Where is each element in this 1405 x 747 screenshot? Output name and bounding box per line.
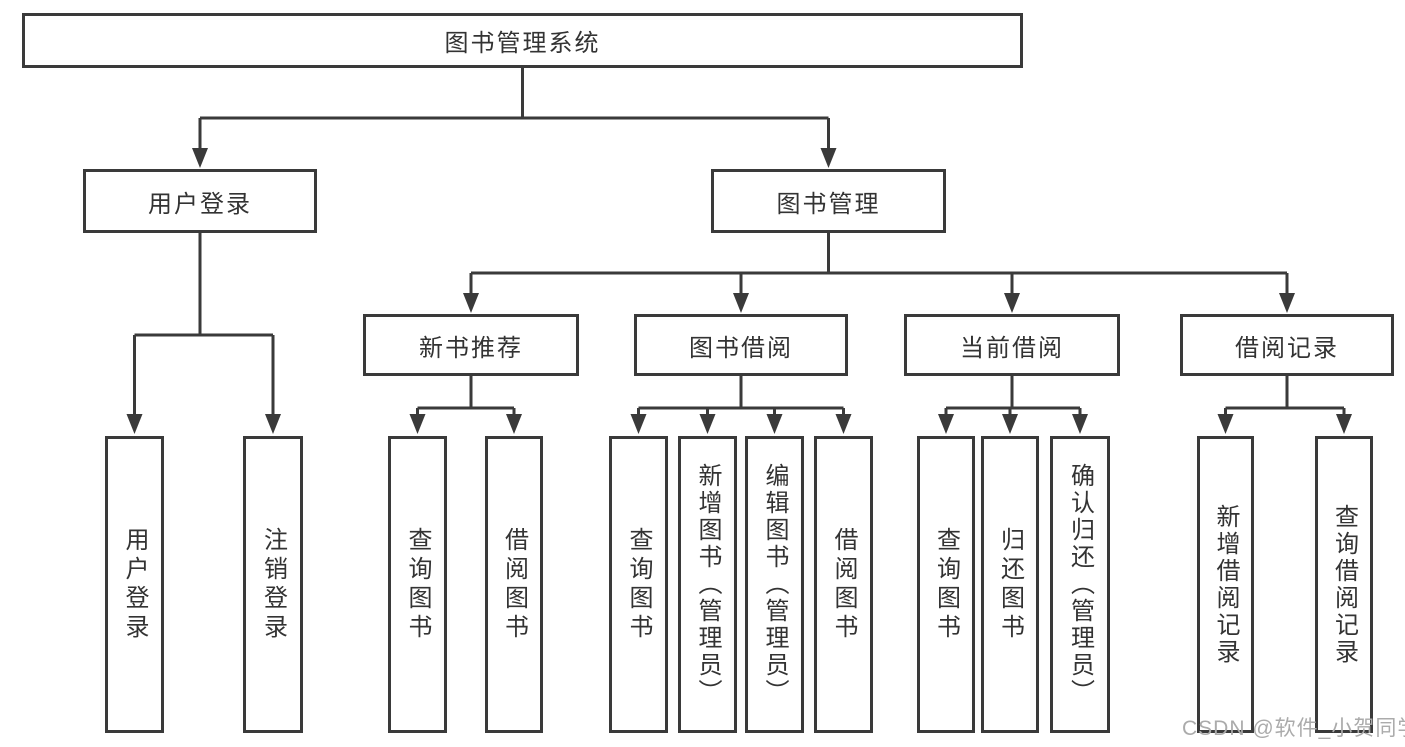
leaf-logout: 注销登录	[243, 436, 303, 733]
arrow-icon	[463, 293, 479, 313]
arrow-icon	[126, 414, 143, 434]
arrow-icon	[409, 414, 426, 434]
arrow-icon	[1004, 293, 1020, 313]
leaf-query-books-borrow: 查询图书	[609, 436, 668, 733]
node-borrow-records: 借阅记录	[1180, 314, 1394, 376]
node-book-borrow: 图书借阅	[634, 314, 848, 376]
node-user-login: 用户登录	[83, 169, 317, 233]
leaf-add-books-admin: 新增图书（管理员）	[678, 436, 737, 733]
leaf-edit-books-admin: 编辑图书（管理员）	[745, 436, 804, 733]
arrow-icon	[766, 414, 783, 434]
arrow-icon	[630, 414, 647, 434]
connector-current-borrow	[944, 376, 1082, 415]
node-new-book-recommend: 新书推荐	[363, 314, 579, 376]
arrow-icon	[265, 414, 281, 434]
leaf-user-login: 用户登录	[105, 436, 164, 733]
leaf-borrow-books-recommend: 借阅图书	[485, 436, 543, 733]
arrow-icon	[192, 148, 208, 168]
leaf-query-books-current: 查询图书	[917, 436, 975, 733]
leaf-query-borrow-record: 查询借阅记录	[1315, 436, 1373, 733]
arrow-icon	[835, 414, 852, 434]
leaf-query-books-recommend: 查询图书	[388, 436, 447, 733]
connector-new-book	[416, 376, 516, 415]
connector-book-borrow	[637, 376, 845, 415]
leaf-confirm-return-admin: 确认归还（管理员）	[1050, 436, 1110, 733]
csdn-watermark: CSDN @软件_小贺同学	[1182, 717, 1405, 740]
arrow-icon	[820, 148, 837, 168]
connector-root	[198, 68, 830, 149]
arrow-icon	[1072, 414, 1088, 434]
leaf-borrow-books: 借阅图书	[814, 436, 873, 733]
arrow-icon	[506, 414, 522, 434]
arrow-icon	[938, 414, 954, 434]
connector-book-management	[469, 233, 1289, 294]
arrowheads	[126, 148, 1352, 434]
leaf-add-borrow-record: 新增借阅记录	[1197, 436, 1254, 733]
arrow-icon	[1279, 293, 1295, 313]
node-book-management: 图书管理	[711, 169, 946, 233]
node-current-borrow: 当前借阅	[904, 314, 1120, 376]
arrow-icon	[699, 414, 716, 434]
arrow-icon	[733, 293, 749, 313]
connector-user-login	[133, 233, 275, 415]
arrow-icon	[1217, 414, 1234, 434]
arrow-icon	[1002, 414, 1018, 434]
node-library-system: 图书管理系统	[22, 13, 1023, 68]
leaf-return-books: 归还图书	[981, 436, 1039, 733]
arrow-icon	[1336, 414, 1352, 434]
connector-borrow-records	[1224, 376, 1346, 415]
